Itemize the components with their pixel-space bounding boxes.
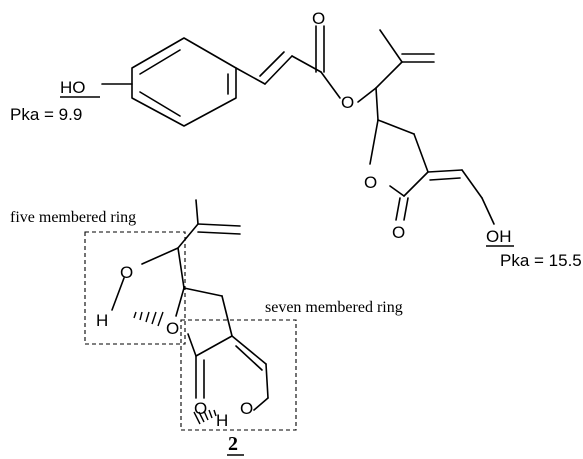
bottom-scheme: five membered ring seven membered ring bbox=[10, 199, 403, 456]
atom-o-carbonyl: O bbox=[312, 9, 325, 28]
atom-b-o4: O bbox=[240, 399, 253, 418]
atom-b-h1: H bbox=[96, 311, 108, 330]
h-bond-hash-five bbox=[133, 311, 164, 327]
atom-o-ester: O bbox=[341, 93, 354, 112]
bond-b-methyl bbox=[195, 199, 199, 225]
bond-chain-o4 bbox=[253, 397, 269, 411]
atom-b-o3: O bbox=[194, 399, 207, 418]
bond-chain bbox=[265, 363, 269, 399]
bond-b-methylene bbox=[197, 223, 241, 227]
bond-b-isopropenyl bbox=[177, 223, 199, 249]
pka-phenol: Pka = 9.9 bbox=[10, 105, 82, 124]
bond-o1-h1 bbox=[111, 277, 125, 311]
bond-carbonyl-alkene bbox=[195, 335, 233, 357]
bond-to-oh bbox=[481, 197, 495, 225]
bond-to-isopropenyl bbox=[375, 61, 403, 89]
bond-ester-o bbox=[320, 71, 341, 99]
bond-methyl bbox=[379, 29, 403, 63]
label-seven-ring: seven membered ring bbox=[265, 299, 403, 316]
bond-b-alkene-double bbox=[231, 335, 267, 365]
bond-ch2 bbox=[461, 169, 483, 199]
bond-ch2-alkene bbox=[221, 295, 233, 337]
bond-lactone-carbonyl bbox=[395, 197, 401, 221]
bond-to-lactone bbox=[375, 87, 379, 121]
bond-ring-vinyl bbox=[235, 67, 266, 85]
seven-ring-box bbox=[180, 319, 297, 431]
pka-alcohol: Pka = 15.5 bbox=[500, 251, 582, 270]
compound-number: 2 bbox=[228, 433, 238, 455]
lactone-ring bbox=[369, 119, 429, 197]
label-five-ring: five membered ring bbox=[10, 209, 136, 226]
bond-vinyl-double bbox=[264, 55, 293, 85]
bond-b-c-o1 bbox=[141, 247, 179, 265]
bond-c-o2 bbox=[175, 287, 185, 317]
top-molecule: HO O O O O OH Pka = 9.9 Pka = 15.5 bbox=[10, 9, 582, 270]
bond-o2-carbonyl bbox=[187, 333, 197, 357]
atom-o-lactone: O bbox=[392, 223, 405, 242]
atom-oh-terminal: OH bbox=[486, 227, 512, 246]
benzene-ring bbox=[131, 37, 237, 127]
atom-b-h2: H bbox=[216, 411, 228, 430]
bond-exocyclic-double bbox=[427, 169, 463, 173]
h-bond-hash-seven bbox=[193, 409, 217, 425]
bond-b-c-c bbox=[177, 247, 185, 289]
atom-o-ring: O bbox=[364, 173, 377, 192]
atom-ho-phenol: HO bbox=[60, 78, 86, 97]
bond-c-ch2 bbox=[183, 287, 223, 297]
atom-b-o1: O bbox=[120, 263, 133, 282]
atom-b-o2: O bbox=[166, 319, 179, 338]
